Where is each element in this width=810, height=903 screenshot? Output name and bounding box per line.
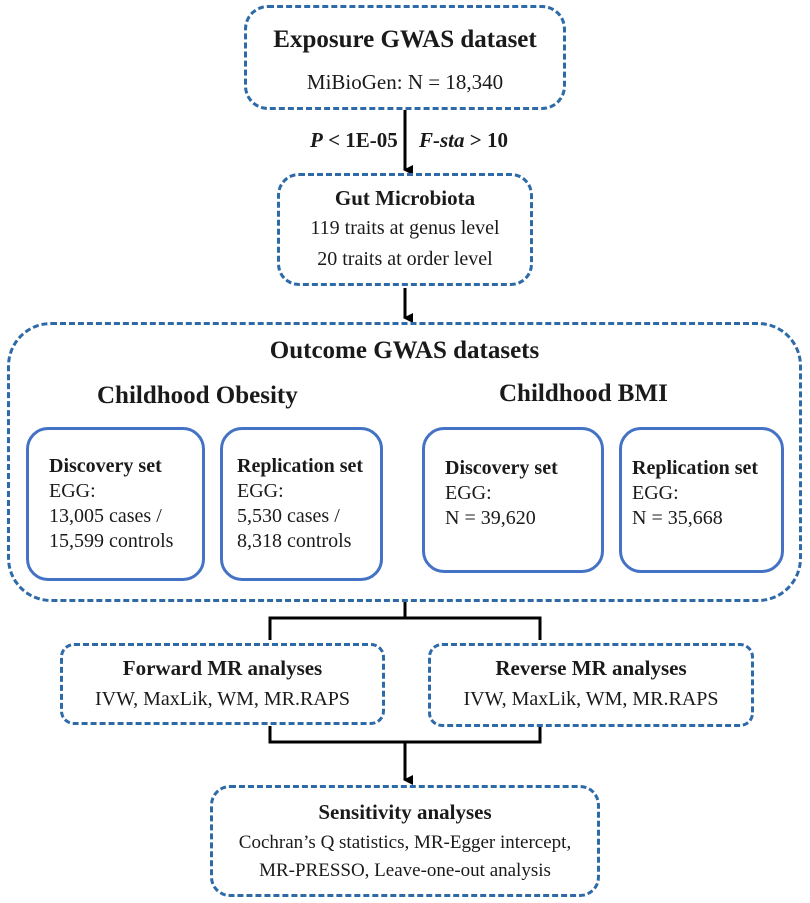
sensitivity-line1: Cochran’s Q statistics, MR-Egger interce… [238, 832, 572, 853]
bmi-replication-title: Replication set [632, 457, 759, 479]
obesity-discovery-title: Discovery set [49, 455, 162, 477]
reverse-mr-box: Reverse MR analyses IVW, MaxLik, WM, MR.… [428, 643, 754, 727]
forward-mr-methods: IVW, MaxLik, WM, MR.RAPS [94, 688, 351, 710]
outcome-title: Outcome GWAS datasets [269, 337, 540, 364]
p-label: P [310, 128, 323, 152]
bmi-replication-egg: EGG: [632, 482, 679, 504]
reverse-mr-title: Reverse MR analyses [495, 656, 687, 680]
bracket-analyses-merge [268, 726, 542, 744]
exposure-box: Exposure GWAS dataset MiBioGen: N = 18,3… [244, 5, 566, 110]
f-label: F-sta [419, 128, 465, 152]
obesity-replication-cases: 5,530 cases / [237, 505, 340, 527]
reverse-mr-methods: IVW, MaxLik, WM, MR.RAPS [463, 688, 719, 710]
obesity-discovery-egg: EGG: [49, 480, 96, 502]
bracket-outcome-split [268, 602, 542, 640]
sensitivity-box: Sensitivity analyses Cochran’s Q statist… [210, 785, 600, 897]
gut-line-genus: 119 traits at genus level [310, 217, 500, 239]
sensitivity-title: Sensitivity analyses [318, 800, 492, 824]
obesity-replication-controls: 8,318 controls [237, 530, 352, 552]
bmi-discovery-n: N = 39,620 [445, 507, 536, 529]
obesity-heading: Childhood Obesity [97, 382, 298, 409]
filter-p-threshold: P < 1E-05 [310, 128, 398, 153]
exposure-title: Exposure GWAS dataset [273, 26, 537, 53]
obesity-discovery-card: Discovery set EGG: 13,005 cases / 15,599… [26, 427, 205, 581]
gut-line-order: 20 traits at order level [317, 248, 493, 270]
sensitivity-line2: MR-PRESSO, Leave-one-out analysis [259, 860, 551, 881]
forward-mr-box: Forward MR analyses IVW, MaxLik, WM, MR.… [60, 643, 385, 725]
bmi-discovery-title: Discovery set [445, 457, 558, 479]
obesity-discovery-controls: 15,599 controls [49, 530, 174, 552]
obesity-replication-card: Replication set EGG: 5,530 cases / 8,318… [220, 427, 383, 581]
bmi-replication-card: Replication set EGG: N = 35,668 [619, 427, 784, 573]
gut-microbiota-box: Gut Microbiota 119 traits at genus level… [277, 173, 533, 286]
p-value: < 1E-05 [322, 128, 398, 152]
exposure-subtitle: MiBioGen: N = 18,340 [306, 70, 504, 94]
bmi-discovery-card: Discovery set EGG: N = 39,620 [422, 427, 604, 573]
f-value: > 10 [464, 128, 508, 152]
obesity-replication-egg: EGG: [237, 480, 284, 502]
bmi-replication-n: N = 35,668 [632, 507, 723, 529]
bmi-heading: Childhood BMI [499, 380, 668, 407]
bmi-discovery-egg: EGG: [445, 482, 492, 504]
obesity-replication-title: Replication set [237, 455, 364, 477]
gut-title: Gut Microbiota [334, 186, 476, 210]
forward-mr-title: Forward MR analyses [122, 656, 323, 680]
filter-f-threshold: F-sta > 10 [419, 128, 508, 153]
obesity-discovery-cases: 13,005 cases / [49, 505, 162, 527]
